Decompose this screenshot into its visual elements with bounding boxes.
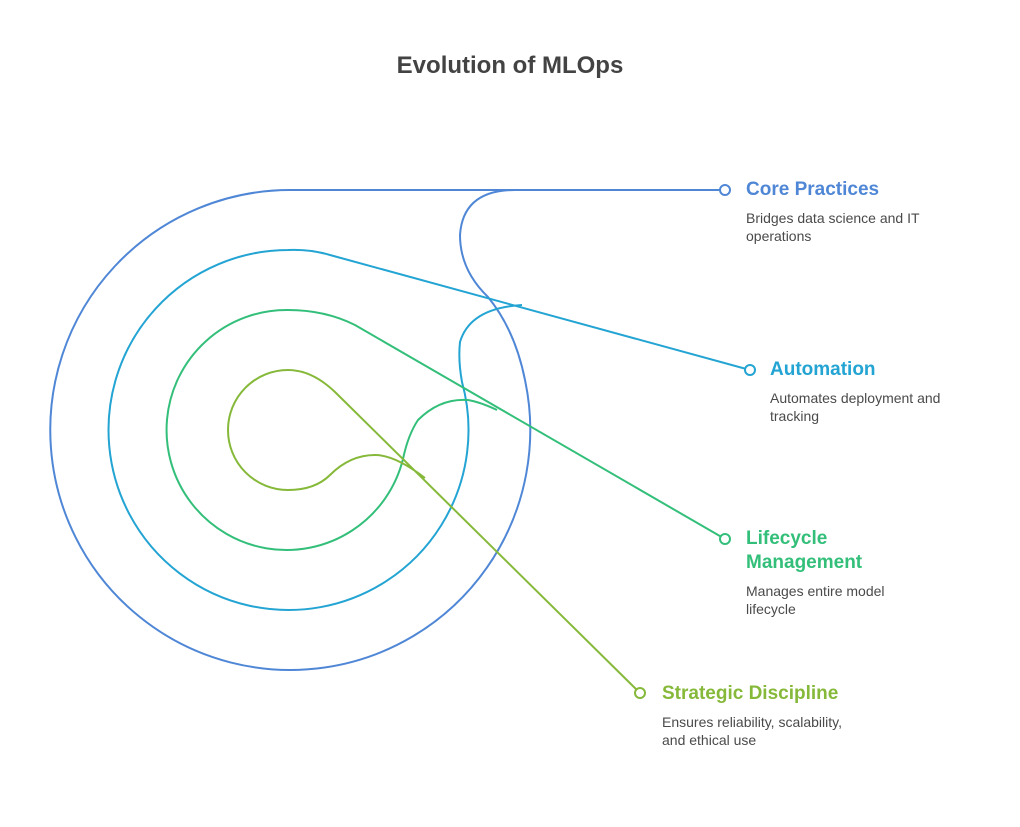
diagram-title: Evolution of MLOps (396, 52, 624, 79)
ring-lifecycle-management (165, 308, 731, 551)
item-description: Bridges data science and IT operations (746, 210, 920, 244)
item-description: Automates deployment and tracking (770, 390, 941, 424)
item-label: Automation (770, 359, 876, 380)
item-description: Ensures reliability, scalability, and et… (662, 714, 842, 748)
marker-automation[interactable] (744, 364, 756, 376)
item-automation: Automation Automates deployment and trac… (770, 358, 990, 425)
marker-lifecycle-management[interactable] (719, 533, 731, 545)
ring-automation (107, 248, 756, 611)
item-label: Lifecycle Management (746, 528, 863, 573)
item-description: Manages entire model lifecycle (746, 583, 885, 617)
marker-strategic-discipline[interactable] (634, 687, 646, 699)
ring-core-practices (49, 184, 731, 671)
marker-core-practices[interactable] (719, 184, 731, 196)
item-label: Core Practices (746, 179, 880, 200)
item-core-practices: Core Practices Bridges data science and … (746, 178, 976, 245)
item-label: Strategic Discipline (662, 683, 839, 704)
ring-strategic-discipline (227, 368, 646, 699)
item-lifecycle-management: Lifecycle Management Manages entire mode… (746, 527, 906, 618)
item-strategic-discipline: Strategic Discipline Ensures reliability… (662, 682, 892, 749)
